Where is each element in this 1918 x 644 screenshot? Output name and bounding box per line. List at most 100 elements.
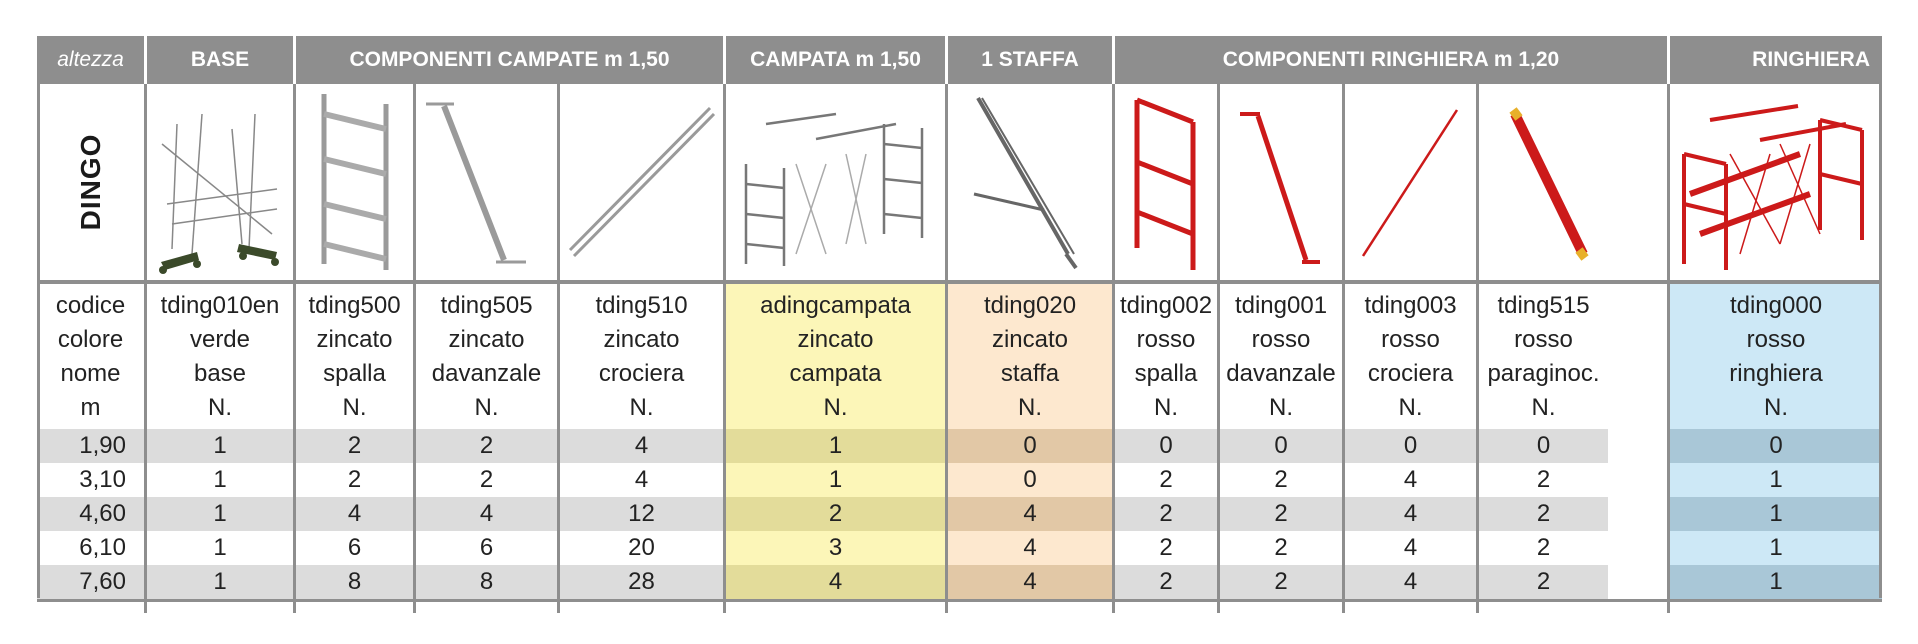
quantity-value: 28 xyxy=(628,568,655,595)
data-cell-bg xyxy=(1479,531,1608,565)
quantity-value: 0 xyxy=(1023,466,1037,493)
image-column-separator xyxy=(1667,84,1670,280)
quantity-value: 2 xyxy=(1536,466,1551,493)
data-cell-bg xyxy=(726,565,945,599)
data-cell-bg xyxy=(1220,565,1342,599)
quantity-value: 4 xyxy=(479,500,494,527)
quantity-value: 6 xyxy=(347,534,362,561)
data-cell-bg xyxy=(560,497,723,531)
data-cell-bg xyxy=(1670,565,1882,599)
row-height-value: 6,10 xyxy=(79,534,126,561)
header-staffa: 1 STAFFA xyxy=(948,36,1112,84)
quantity-value: 4 xyxy=(634,432,649,459)
image-column-separator xyxy=(1476,84,1479,280)
quantity-value: 1 xyxy=(1769,500,1783,527)
data-cell-bg xyxy=(726,531,945,565)
column-unit: N. xyxy=(823,394,848,421)
header-altezza: altezza xyxy=(37,36,144,84)
column-unit: N. xyxy=(1764,394,1788,421)
quantity-value: 2 xyxy=(1536,568,1551,595)
staffa-bracket-icon xyxy=(948,84,1112,280)
quantity-value: 4 xyxy=(634,466,649,493)
column-separator xyxy=(1667,284,1670,613)
quantity-value: 2 xyxy=(1159,500,1173,527)
column-separator xyxy=(1217,284,1220,613)
quantity-value: 1 xyxy=(828,466,843,493)
ringhiera-assembly-drawing xyxy=(1682,104,1864,270)
data-cell-bg xyxy=(560,429,723,463)
product-name-cell: DINGO xyxy=(37,84,144,280)
quantity-value: 2 xyxy=(828,500,843,527)
base-frame-drawing xyxy=(159,113,279,274)
column-codice: tding500 xyxy=(308,292,401,319)
table-right-border xyxy=(1879,84,1882,598)
header-base: BASE xyxy=(147,36,293,84)
column-codice: tding003 xyxy=(1364,292,1457,319)
data-cell-bg xyxy=(147,497,293,531)
table-bottom-border xyxy=(37,599,1882,602)
data-cell-bg xyxy=(296,497,413,531)
ringhiera-spalla-drawing xyxy=(1134,97,1196,270)
column-nome: crociera xyxy=(1367,360,1454,387)
column-unit: N. xyxy=(342,394,367,421)
column-nome: nome xyxy=(60,360,121,387)
data-cell-bg xyxy=(1115,531,1217,565)
data-cell-bg xyxy=(416,429,557,463)
column-separator xyxy=(557,284,560,613)
column-colore: zincato xyxy=(797,326,874,353)
quantity-value: 2 xyxy=(347,466,362,493)
column-nome: ringhiera xyxy=(1729,360,1823,387)
quantity-value: 2 xyxy=(1536,500,1551,527)
image-column-separator xyxy=(723,84,726,280)
table-left-border xyxy=(37,84,40,598)
quantity-value: 4 xyxy=(1023,568,1037,595)
data-cell-bg xyxy=(726,497,945,531)
data-cell-bg xyxy=(1670,531,1882,565)
ringhiera-assembly-drawing-cell xyxy=(1670,84,1882,280)
data-cell-bg xyxy=(1670,463,1882,497)
data-cell-bg xyxy=(560,565,723,599)
quantity-value: 2 xyxy=(479,432,494,459)
data-cell-bg xyxy=(296,463,413,497)
column-highlight-5 xyxy=(726,284,945,429)
data-cell-bg xyxy=(37,429,144,463)
data-cell-bg xyxy=(416,497,557,531)
row-height-value: 4,60 xyxy=(79,500,126,527)
quantity-value: 12 xyxy=(628,500,655,527)
data-cell-bg xyxy=(147,565,293,599)
column-colore: rosso xyxy=(1746,326,1806,353)
quantity-value: 2 xyxy=(1159,568,1173,595)
data-cell-bg xyxy=(1345,531,1476,565)
data-cell-bg xyxy=(296,429,413,463)
paraginocchia-drawing xyxy=(1509,107,1589,261)
column-unit: N. xyxy=(629,394,654,421)
image-column-separator xyxy=(945,84,948,280)
product-name: DINGO xyxy=(74,133,106,231)
campata-assembly-icon xyxy=(726,84,945,280)
quantity-value: 8 xyxy=(347,568,362,595)
data-cell-bg xyxy=(296,531,413,565)
data-cell-bg xyxy=(726,463,945,497)
quantity-value: 1 xyxy=(213,500,227,527)
column-colore: rosso xyxy=(1251,326,1311,353)
quantity-value: 20 xyxy=(628,534,655,561)
quantity-value: 2 xyxy=(1159,466,1173,493)
column-nome: campata xyxy=(789,360,882,387)
column-colore: zincato xyxy=(316,326,393,353)
data-cell-bg xyxy=(560,463,723,497)
quantity-value: 4 xyxy=(1403,500,1418,527)
data-cell-bg xyxy=(1220,463,1342,497)
row-height-value: 1,90 xyxy=(79,432,126,459)
column-highlight-6 xyxy=(948,284,1112,429)
data-cell-bg xyxy=(948,565,1112,599)
quantity-value: 1 xyxy=(1769,534,1783,561)
data-cell-bg xyxy=(560,531,723,565)
quantity-value: 1 xyxy=(828,432,843,459)
quantity-value: 6 xyxy=(479,534,494,561)
data-cell-bg xyxy=(1670,497,1882,531)
data-cell-bg xyxy=(147,463,293,497)
data-cell-bg xyxy=(37,497,144,531)
column-unit: N. xyxy=(1018,394,1042,421)
column-unit: N. xyxy=(208,394,232,421)
